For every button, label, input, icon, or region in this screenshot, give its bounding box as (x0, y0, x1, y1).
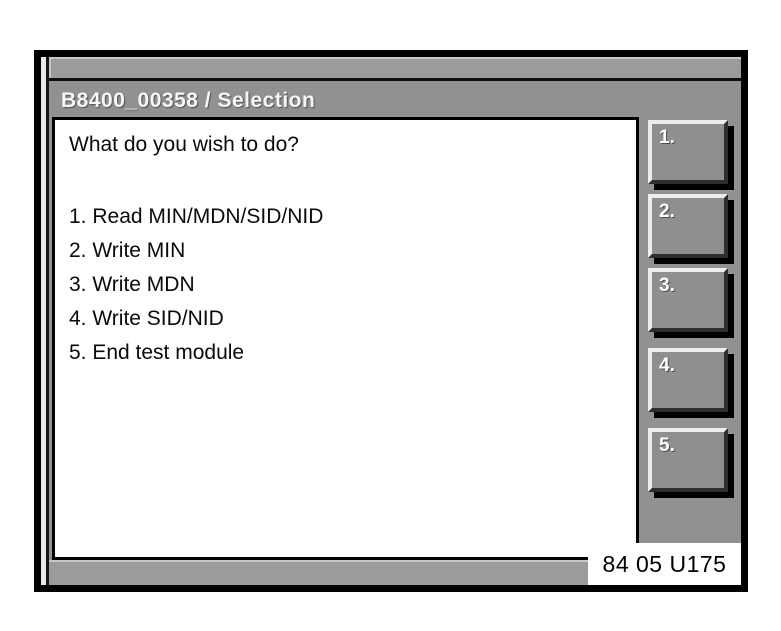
softkey-column: 1. 2. 3. 4. 5. (642, 117, 741, 543)
title-bar: B8400_00358 / Selection (49, 84, 741, 117)
content-area: What do you wish to do? 1. Read MIN/MDN/… (52, 117, 639, 560)
softkey-button-2[interactable]: 2. (648, 194, 728, 258)
frame-left-divider (46, 57, 49, 585)
frame-left-highlight (41, 57, 46, 585)
softkey-button-5[interactable]: 5. (648, 428, 728, 492)
menu-item-4: 4. Write SID/NID (69, 307, 224, 330)
window-title: B8400_00358 / Selection (61, 88, 316, 112)
softkey-button-3[interactable]: 3. (648, 268, 728, 332)
menu-item-5: 5. End test module (69, 341, 245, 364)
menu-item-1: 1. Read MIN/MDN/SID/NID (69, 205, 324, 228)
menu-item-3: 3. Write MDN (69, 273, 195, 296)
frame-inner: B8400_00358 / Selection What do you wish… (41, 57, 741, 585)
selection-menu: 1. Read MIN/MDN/SID/NID 2. Write MIN 3. … (69, 200, 622, 370)
device-frame: B8400_00358 / Selection What do you wish… (34, 50, 748, 592)
prompt-text: What do you wish to do? (69, 133, 299, 156)
status-code: 84 05 U175 (602, 550, 727, 577)
status-box: 84 05 U175 (588, 543, 741, 585)
top-bar (49, 57, 741, 81)
softkey-button-1[interactable]: 1. (648, 120, 728, 184)
menu-item-2: 2. Write MIN (69, 239, 186, 262)
bottom-strip (49, 560, 588, 585)
softkey-button-4[interactable]: 4. (648, 348, 728, 412)
